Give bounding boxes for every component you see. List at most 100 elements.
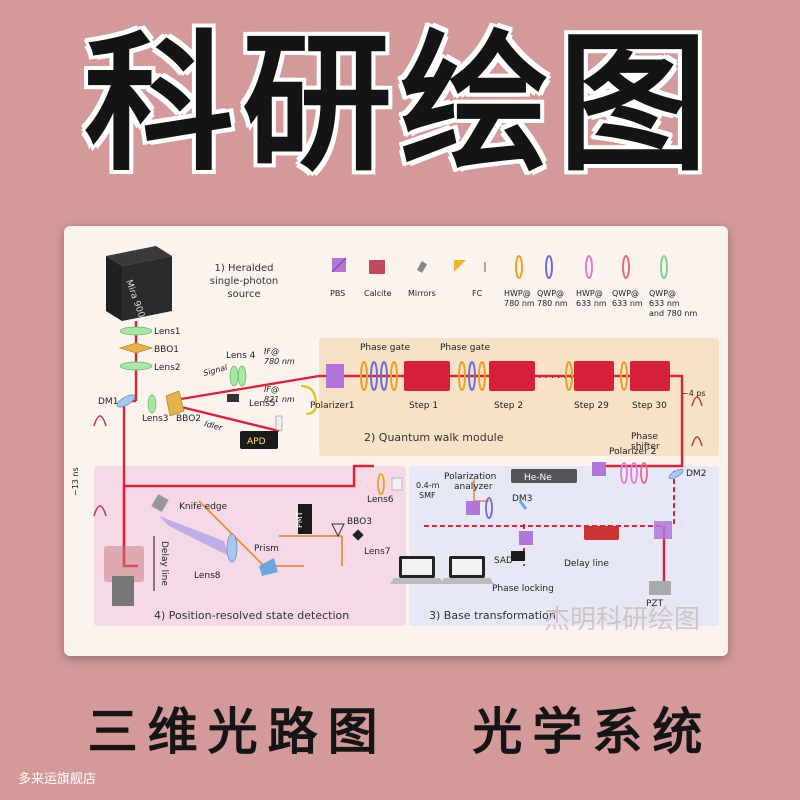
lens4b-shape xyxy=(237,365,247,387)
pol-analyzer-label: Polarization xyxy=(444,472,496,482)
delay-line-right-label: Delay line xyxy=(564,559,609,569)
lens4-label: Lens 4 xyxy=(226,351,256,361)
lens6-mount xyxy=(391,477,403,491)
detection-panel xyxy=(94,466,406,626)
sad-detector xyxy=(511,551,525,561)
base-transformation-title: 3) Base transformation xyxy=(429,609,556,622)
dm3-shape xyxy=(518,500,528,510)
bbo2-shape xyxy=(165,390,185,417)
legend-qwp780-label: QWP@ xyxy=(537,289,564,298)
step30-waveplate xyxy=(620,361,628,391)
shop-name: 多来运旗舰店 xyxy=(18,772,97,787)
legend-qwp-dual-sub2: and 780 nm xyxy=(649,309,697,318)
legend-calcite-icon xyxy=(369,260,385,274)
bbo1-shape xyxy=(118,342,154,354)
polarizer2-shape xyxy=(592,462,606,476)
phase-shifter-label-2: shifter xyxy=(631,442,660,452)
legend-qwp633-sub: 633 nm xyxy=(612,299,643,308)
legend-hwp633-icon xyxy=(585,255,593,279)
ns-label: ~13 ns xyxy=(71,467,80,496)
dm1-label: DM1 xyxy=(98,397,118,407)
legend-fc-label: FC xyxy=(472,289,483,298)
lens8-label: Lens8 xyxy=(194,571,221,581)
optical-setup-card: Mira 900 APD Lens1 BBO1 Lens2 DM1 Lens3 xyxy=(64,226,728,656)
legend-mirrors-icon xyxy=(416,261,428,273)
legend-qwp-dual-icon xyxy=(660,255,668,279)
caption-right: 光学系统 xyxy=(472,703,713,761)
polarizer2-label: Polarizer 2 xyxy=(609,447,656,457)
heralded-title-1: 1) Heralded xyxy=(215,263,274,274)
lens4-shape xyxy=(229,365,239,387)
legend-qwp780-sub: 780 nm xyxy=(537,299,568,308)
pmt-label: PMT xyxy=(295,511,304,528)
legend-qwp633-label: QWP@ xyxy=(612,289,639,298)
optical-setup-diagram: Mira 900 APD Lens1 BBO1 Lens2 DM1 Lens3 xyxy=(71,246,719,635)
pmt-shape xyxy=(298,504,312,534)
smf-label: 0.4-m xyxy=(416,481,440,490)
legend-qwp780-icon xyxy=(545,255,553,279)
bbo2-label: BBO2 xyxy=(176,414,201,424)
apd-box xyxy=(240,431,278,449)
if780b-label: 780 nm xyxy=(264,357,295,366)
step30-label: Step 30 xyxy=(632,401,667,411)
ellipsis-label: . . . . . . xyxy=(538,370,573,381)
legend-hwp780-icon xyxy=(515,255,523,279)
phase-locking-label: Phase locking xyxy=(492,584,554,594)
step30-calcite xyxy=(630,361,670,391)
pzt-label: PZT xyxy=(646,599,664,609)
legend-qwp-dual-sub1: 633 nm xyxy=(649,299,680,308)
legend-pbs-label: PBS xyxy=(330,289,345,298)
fc-shape xyxy=(275,415,283,431)
detection-title: 4) Position-resolved state detection xyxy=(154,609,349,622)
pbs-sad-shape xyxy=(519,531,533,545)
legend-qwp-dual-label: QWP@ xyxy=(649,289,676,298)
laptop-2 xyxy=(440,556,494,584)
lens1-shape xyxy=(119,326,153,336)
if821-label: IF@ xyxy=(264,385,279,394)
polarization-analyzer-shape xyxy=(466,501,480,515)
ps-label: ~4 ps xyxy=(682,389,706,398)
phase-gate-1-waveplates xyxy=(360,361,398,391)
legend-qwp633-icon xyxy=(622,255,630,279)
heralded-title-3: source xyxy=(227,289,260,300)
step29-calcite xyxy=(574,361,614,391)
laptop-1 xyxy=(390,556,444,584)
lens7-label: Lens7 xyxy=(364,547,391,557)
polarizer1-label: Polarizer1 xyxy=(310,401,355,411)
if821b-label: 821 nm xyxy=(264,395,295,404)
step29-waveplate xyxy=(565,361,573,391)
pzt-shape xyxy=(649,581,671,595)
legend-hwp633-label: HWP@ xyxy=(576,289,603,298)
polarizer1-shape xyxy=(326,364,344,388)
dm2-label: DM2 xyxy=(686,469,706,479)
legend-hwp633-sub: 633 nm xyxy=(576,299,607,308)
lens8-shape xyxy=(226,533,238,563)
lens6-label: Lens6 xyxy=(367,495,394,505)
apd-label: APD xyxy=(247,437,266,447)
legend: PBS Calcite Mirrors FC HWP@ 780 nm QWP@ … xyxy=(330,255,697,318)
lens5-shape xyxy=(227,394,239,402)
idler-label: Idler xyxy=(203,419,223,433)
dm1-shape xyxy=(116,394,136,408)
step1-label: Step 1 xyxy=(409,401,438,411)
lens7-shape xyxy=(352,529,364,541)
knife-edge-mount xyxy=(151,493,169,513)
prism-label: Prism xyxy=(254,544,279,554)
legend-hwp780-label: HWP@ xyxy=(504,289,531,298)
delay-stage xyxy=(584,526,619,540)
lens3-label: Lens3 xyxy=(142,414,169,424)
phase-shifter-label: Phase xyxy=(631,432,658,442)
legend-fc-icon xyxy=(454,260,466,272)
lens1-label: Lens1 xyxy=(154,327,181,337)
caption-left: 三维光路图 xyxy=(87,703,388,761)
pulse-markers xyxy=(93,396,703,517)
bbo3-label: BBO3 xyxy=(347,517,372,527)
smf-label-2: SMF xyxy=(419,491,436,500)
hene-label: He-Ne xyxy=(524,473,552,483)
step2-label: Step 2 xyxy=(494,401,523,411)
signal-label: Signal xyxy=(202,363,229,378)
quantum-walk-title: 2) Quantum walk module xyxy=(364,431,504,444)
laser-source: Mira 900 xyxy=(106,246,172,321)
phase-shifter-waveplates xyxy=(620,462,648,484)
delay-line-left-label: Delay line xyxy=(159,541,169,586)
